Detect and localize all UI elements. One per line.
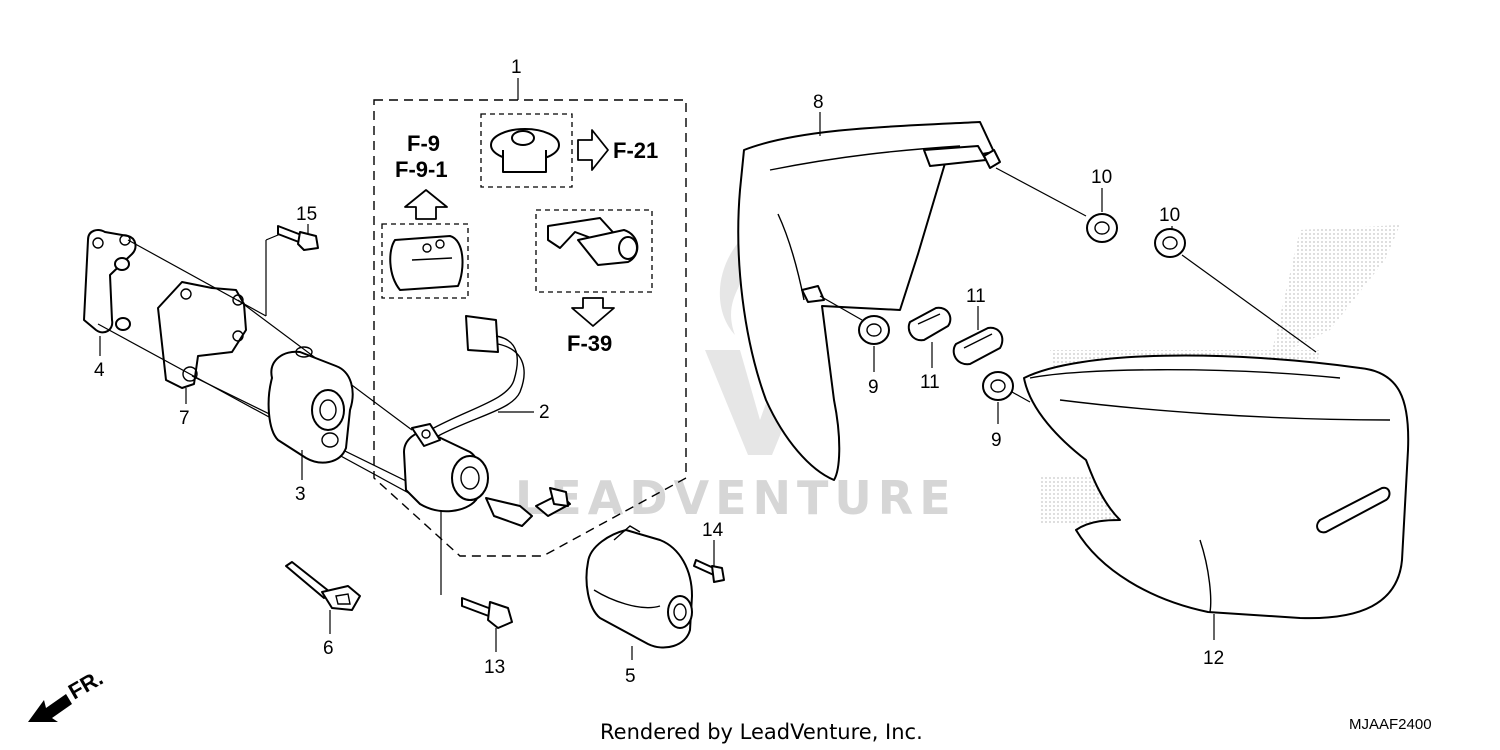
part-4-bracket — [83, 229, 137, 334]
part-5-cover — [585, 525, 693, 649]
clip-part — [490, 128, 560, 173]
part-3-collar — [267, 346, 354, 464]
callout-5: 5 — [625, 666, 636, 687]
ref-f9-1: F-9-1 — [395, 157, 448, 182]
front-direction-label: FR. — [64, 665, 107, 704]
cover-part — [389, 235, 464, 291]
callouts: 1 2 3 4 5 6 7 8 9 9 10 10 11 11 12 13 14… — [94, 57, 1224, 687]
part-14-screw — [693, 559, 725, 583]
grommet-10-upper — [1086, 213, 1118, 243]
callout-9-upper: 9 — [868, 377, 879, 398]
grommet-11-left — [907, 306, 952, 342]
callout-10-upper: 10 — [1091, 167, 1112, 188]
ref-f21: F-21 — [613, 138, 658, 163]
subbox-latch — [535, 209, 653, 293]
part-7-plate — [157, 281, 247, 389]
grommet-11-right — [952, 326, 1004, 366]
grommet-9-upper — [858, 315, 890, 345]
callout-1: 1 — [511, 57, 522, 78]
ref-arrow-down — [571, 297, 615, 327]
callout-3: 3 — [295, 484, 306, 505]
part-6-key — [285, 561, 361, 611]
callout-11-left: 11 — [920, 372, 940, 393]
ref-f39: F-39 — [567, 331, 612, 356]
part-13-bolt — [461, 597, 513, 629]
ref-arrow-right — [577, 129, 609, 171]
part-2-switch — [403, 315, 571, 527]
callout-6: 6 — [323, 638, 334, 659]
callout-10-lower: 10 — [1159, 205, 1180, 226]
grommet-10-lower — [1154, 228, 1186, 258]
callout-14: 14 — [702, 520, 724, 541]
front-direction-arrow: FR. — [28, 665, 107, 722]
callout-8: 8 — [813, 92, 824, 113]
ref-f9: F-9 — [407, 131, 440, 156]
watermark-text: LEADVENTURE — [515, 471, 957, 525]
footer-credit: Rendered by LeadVenture, Inc. — [600, 720, 923, 744]
assembly-group-box — [373, 78, 687, 557]
callout-2: 2 — [539, 402, 550, 423]
diagram-code: MJAAF2400 — [1349, 716, 1432, 733]
callout-11-right: 11 — [966, 286, 986, 307]
part-12-side-cover — [1023, 354, 1410, 620]
ref-arrow-up — [404, 189, 448, 220]
callout-13: 13 — [484, 657, 505, 678]
subbox-clip — [480, 113, 573, 188]
part-8-side-cover — [737, 121, 1001, 481]
callout-12: 12 — [1203, 648, 1224, 669]
callout-9-lower: 9 — [991, 430, 1002, 451]
callout-4: 4 — [94, 360, 105, 381]
subbox-cover — [381, 223, 469, 299]
part-15-bolt — [277, 225, 319, 251]
callout-15: 15 — [296, 204, 317, 225]
callout-7: 7 — [179, 408, 190, 429]
grommet-9-lower — [982, 371, 1014, 401]
latch-part — [547, 217, 639, 266]
